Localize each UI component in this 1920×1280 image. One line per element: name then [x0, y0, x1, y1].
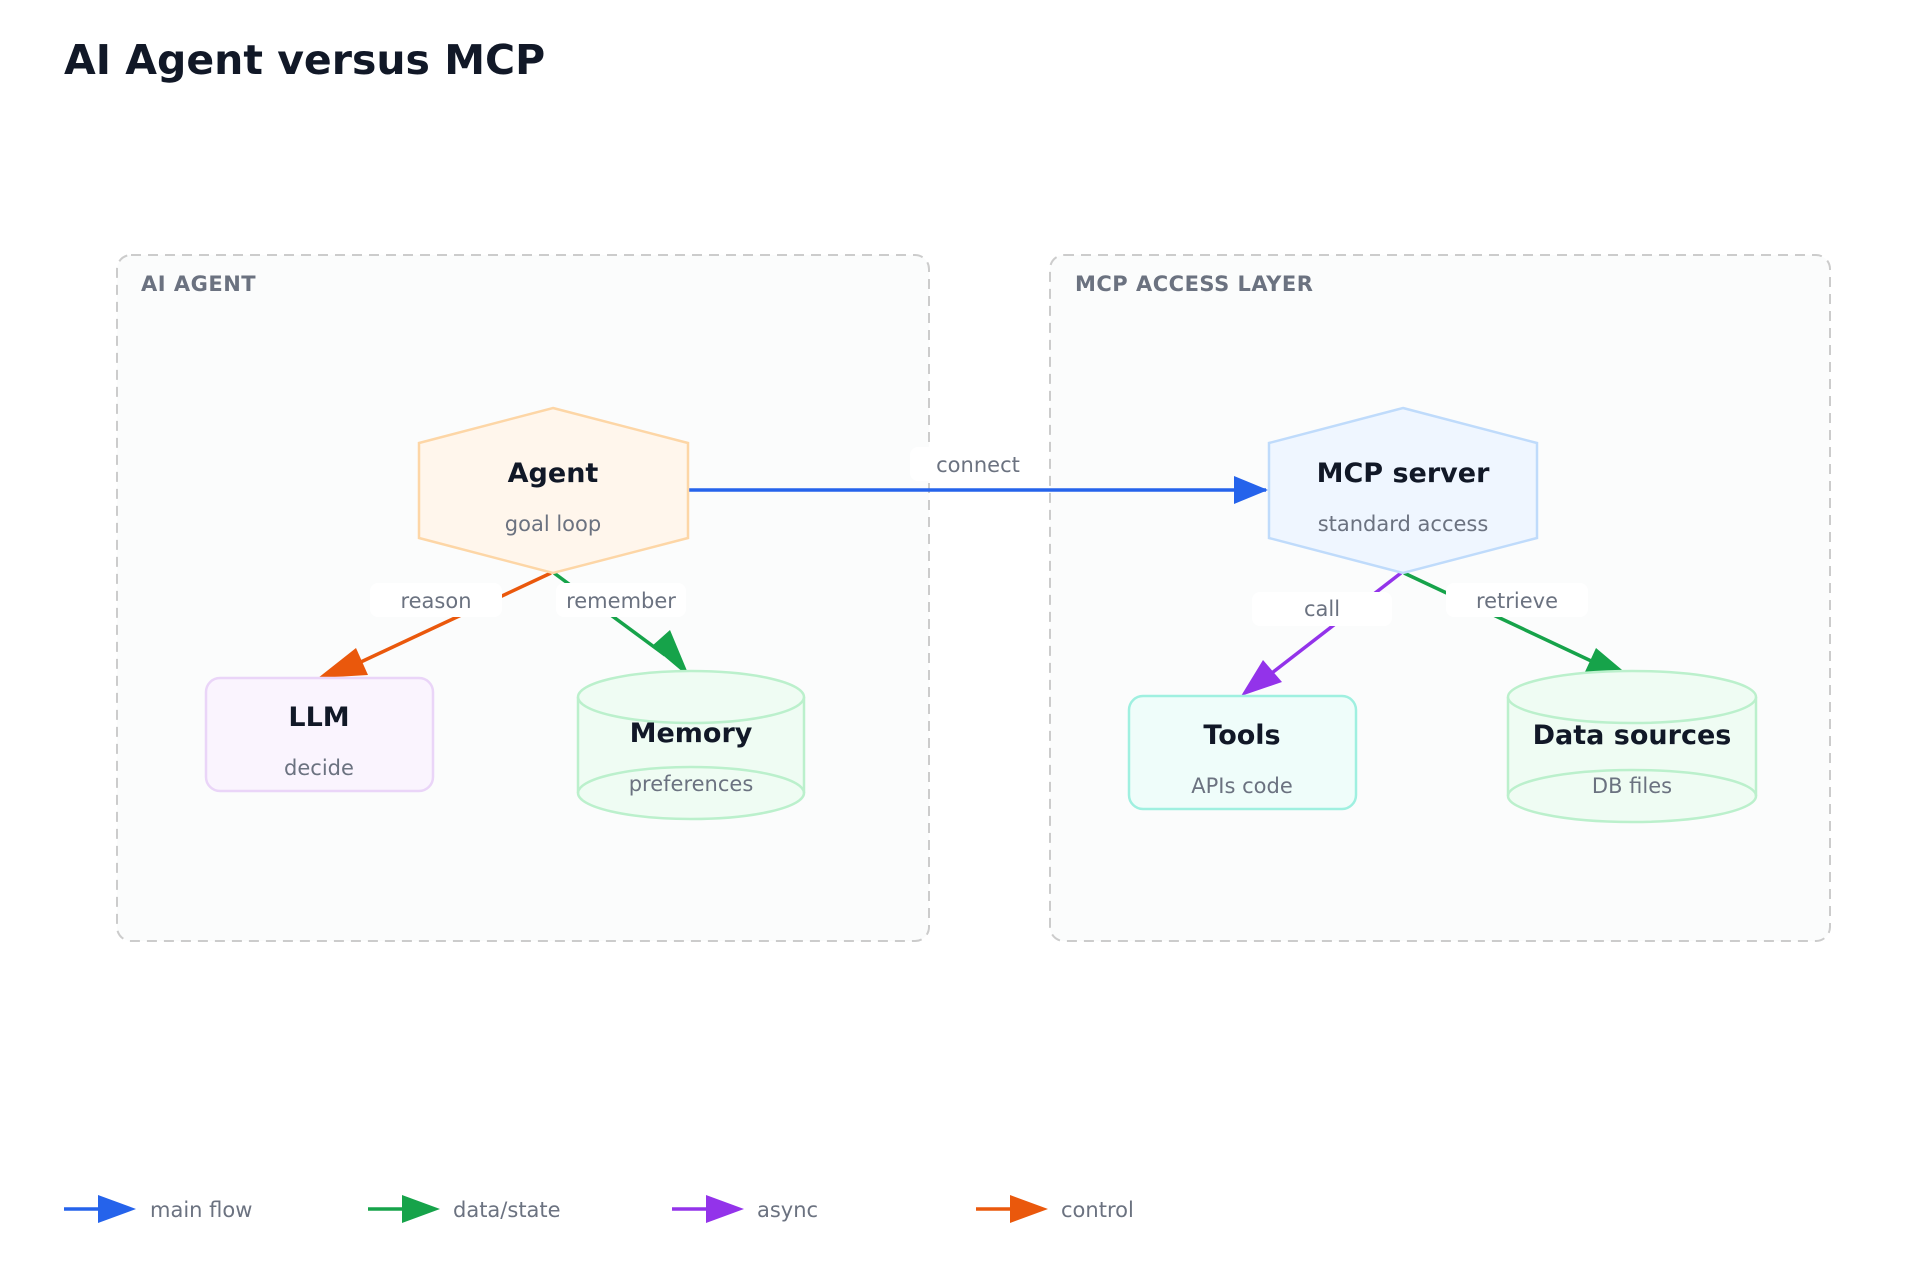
edge-reason: reason	[318, 571, 552, 678]
edge-call: call	[1241, 571, 1403, 696]
page-title: AI Agent versus MCP	[64, 36, 546, 84]
cylinder-body-data-sources	[1506, 697, 1758, 824]
node-tools[interactable]: Tools APIs code	[1127, 694, 1358, 811]
group-label-mcp-access-layer: MCP ACCESS LAYER	[1075, 272, 1313, 296]
cylinder-top-memory	[576, 669, 806, 725]
hexagon-shape-agent	[417, 406, 690, 575]
legend-item-control: control	[976, 1195, 1134, 1223]
edge-connect: connect	[688, 447, 1268, 504]
arrowhead-call	[1241, 660, 1282, 696]
legend-label-data-state: data/state	[453, 1198, 561, 1222]
edge-label-connect: connect	[936, 453, 1020, 477]
edge-line-reason	[347, 571, 552, 670]
legend-item-async: async	[672, 1195, 818, 1223]
cylinder-top-data-sources	[1506, 669, 1758, 725]
edge-retrieve: retrieve	[1403, 571, 1634, 680]
cylinder-body-memory	[576, 697, 806, 821]
node-subtitle-llm: decide	[284, 756, 354, 780]
legend-item-data-state: data/state	[368, 1195, 561, 1223]
arrowhead-connect	[1234, 476, 1268, 504]
node-mcp-server[interactable]: MCP server standard access	[1267, 406, 1539, 575]
legend-arrow-main-flow	[98, 1195, 136, 1223]
arrowhead-remember	[652, 630, 690, 678]
edge-label-remember: remember	[566, 589, 676, 613]
legend-item-main-flow: main flow	[64, 1195, 252, 1223]
legend-arrow-async	[706, 1195, 744, 1223]
node-title-agent: Agent	[508, 458, 599, 489]
node-title-tools: Tools	[1203, 720, 1280, 751]
edge-label-retrieve: retrieve	[1476, 589, 1558, 613]
legend-arrow-data-state	[402, 1195, 440, 1223]
hexagon-shape-mcp-server	[1267, 406, 1539, 575]
node-title-llm: LLM	[288, 702, 349, 733]
group-mcp-access-layer: MCP ACCESS LAYER	[1049, 254, 1831, 942]
edge-label-reason: reason	[400, 589, 471, 613]
edge-remember: remember	[552, 571, 690, 678]
box-shape-tools	[1127, 694, 1358, 811]
node-llm[interactable]: LLM decide	[204, 676, 435, 793]
node-subtitle-data-sources: DB files	[1592, 774, 1672, 798]
node-subtitle-agent: goal loop	[505, 512, 601, 536]
group-label-ai-agent: AI AGENT	[141, 272, 256, 296]
node-subtitle-memory: preferences	[629, 772, 754, 796]
node-title-mcp-server: MCP server	[1317, 458, 1490, 489]
legend-arrow-control	[1010, 1195, 1048, 1223]
edge-label-call: call	[1304, 597, 1340, 621]
node-title-data-sources: Data sources	[1533, 720, 1732, 751]
box-shape-llm	[204, 676, 435, 793]
node-data-sources[interactable]: Data sources DB files	[1506, 669, 1758, 824]
node-agent[interactable]: Agent goal loop	[417, 406, 690, 575]
legend-label-async: async	[757, 1198, 818, 1222]
legend: main flow data/state async control	[64, 1195, 1134, 1223]
edge-line-retrieve	[1403, 571, 1605, 669]
group-ai-agent: AI AGENT	[116, 254, 930, 942]
node-subtitle-tools: APIs code	[1191, 774, 1292, 798]
node-subtitle-mcp-server: standard access	[1318, 512, 1489, 536]
node-title-memory: Memory	[630, 718, 753, 749]
node-memory[interactable]: Memory preferences	[576, 669, 806, 821]
legend-label-control: control	[1061, 1198, 1134, 1222]
arrowhead-reason	[318, 648, 368, 678]
legend-label-main-flow: main flow	[150, 1198, 252, 1222]
